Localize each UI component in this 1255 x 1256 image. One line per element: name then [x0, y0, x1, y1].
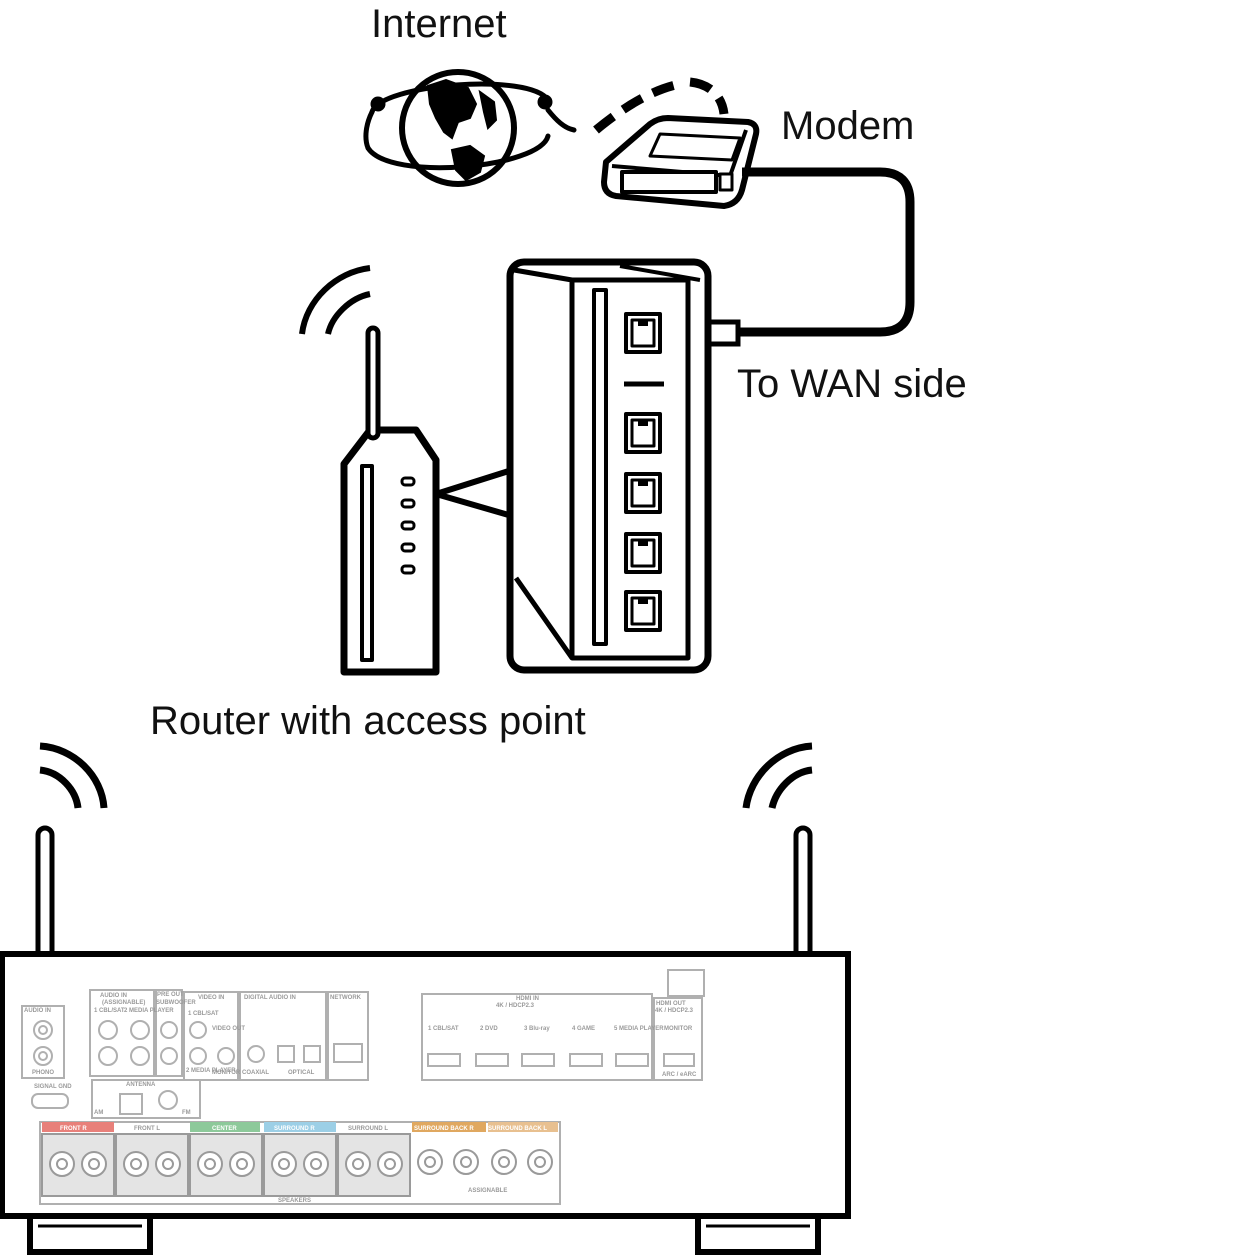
wan-side-label: To WAN side — [737, 362, 967, 406]
receiver-wifi-left-icon — [39, 742, 108, 809]
panel-antenna: ANTENNA — [126, 1082, 156, 1088]
panel-hdmi-out-sub: 4K / HDCP2.3 — [655, 1008, 694, 1014]
globe-icon — [363, 69, 577, 187]
internet-link-dashed — [593, 77, 729, 134]
panel-audio-in-assignable: (ASSIGNABLE) — [102, 1000, 145, 1006]
panel-hdmi-input-2: 2 DVD — [480, 1026, 498, 1032]
wan-port — [624, 312, 662, 354]
panel-video-out: VIDEO OUT — [212, 1026, 245, 1032]
panel-hdmi-input-5: 5 MEDIA PLAYER — [614, 1026, 664, 1032]
panel-pre-out: PRE OUT — [157, 992, 184, 998]
panel-audio-in-sub1: 1 CBL/SAT — [94, 1008, 125, 1014]
panel-audio-in: AUDIO IN — [100, 993, 127, 999]
panel-video-in-sub2: 2 MEDIA PLAYER — [186, 1068, 236, 1074]
panel-hdmi-in: HDMI IN — [516, 996, 539, 1002]
lan-port — [624, 412, 662, 454]
panel-speaker-surround-back-r: SURROUND BACK R — [414, 1126, 474, 1132]
panel-signal-gnd: SIGNAL GND — [34, 1084, 72, 1090]
router-icon — [340, 325, 440, 676]
panel-arc: ARC / eARC — [662, 1072, 697, 1078]
router-wifi-icon — [299, 265, 371, 335]
panel-audio-in-sub2: 2 MEDIA PLAYER — [124, 1008, 174, 1014]
panel-speakers: SPEAKERS — [278, 1198, 311, 1204]
panel-hdmi-monitor: MONITOR — [664, 1026, 693, 1032]
modem-label: Modem — [781, 104, 915, 148]
panel-hdmi-in-sub: 4K / HDCP2.3 — [496, 1003, 535, 1009]
panel-speaker-center: CENTER — [212, 1126, 237, 1132]
panel-hdmi-input-4: 4 GAME — [572, 1026, 595, 1032]
panel-speaker-surround-r: SURROUND R — [274, 1126, 315, 1132]
router-back-panel — [506, 258, 712, 674]
panel-am: AM — [94, 1110, 103, 1116]
lan-port — [624, 590, 662, 632]
lan-port — [624, 532, 662, 574]
panel-speaker-assignable: ASSIGNABLE — [468, 1188, 507, 1194]
panel-phono-header: AUDIO IN — [24, 1008, 51, 1014]
panel-video-in: VIDEO IN — [198, 995, 224, 1001]
panel-phono-label: PHONO — [32, 1070, 54, 1076]
modem-icon — [601, 115, 760, 209]
magnifier-pointer — [433, 467, 515, 519]
panel-speaker-front-r: FRONT R — [60, 1126, 87, 1132]
panel-speaker-surround-l: SURROUND L — [348, 1126, 388, 1132]
receiver-wifi-right-icon — [742, 742, 813, 809]
panel-fm: FM — [182, 1110, 191, 1116]
panel-hdmi-input-3: 3 Blu-ray — [524, 1026, 550, 1032]
router-label: Router with access point — [150, 699, 586, 743]
panel-optical: OPTICAL — [288, 1070, 315, 1076]
panel-speaker-surround-back-l: SURROUND BACK L — [488, 1126, 547, 1132]
panel-subwoofer: SUBWOOFER — [156, 1000, 196, 1006]
panel-video-monitor: MONITOR — [212, 1070, 241, 1076]
internet-label: Internet — [371, 2, 507, 46]
panel-coaxial: COAXIAL — [242, 1070, 269, 1076]
panel-network: NETWORK — [330, 995, 362, 1001]
panel-hdmi-input-1: 1 CBL/SAT — [428, 1026, 459, 1032]
panel-speaker-front-l: FRONT L — [134, 1126, 160, 1132]
lan-port — [624, 472, 662, 514]
panel-video-in-sub1: 1 CBL/SAT — [188, 1011, 219, 1017]
wan-cable — [736, 167, 915, 337]
panel-digital-audio-in: DIGITAL AUDIO IN — [244, 995, 296, 1001]
panel-hdmi-out: HDMI OUT — [656, 1001, 686, 1007]
av-receiver: AUDIO IN PHONO SIGNAL GND AUDIO IN (ASSI… — [0, 951, 851, 1255]
